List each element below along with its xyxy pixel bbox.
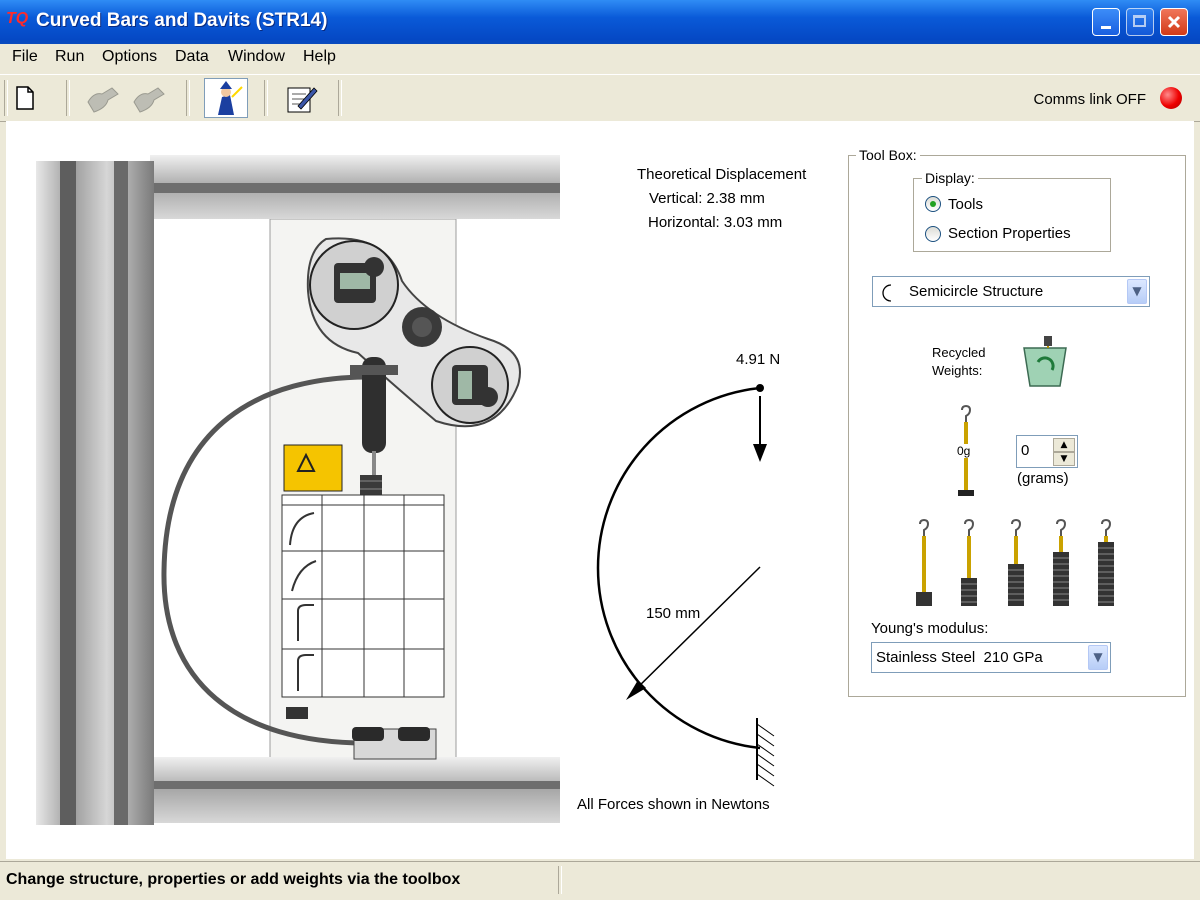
chevron-down-icon: ▼	[1132, 284, 1142, 298]
material-select-value: Stainless Steel 210 GPa	[876, 649, 1043, 666]
connect-icon[interactable]	[86, 82, 122, 114]
maximize-button[interactable]	[1126, 8, 1154, 36]
weight-stack-2-icon[interactable]	[961, 518, 977, 606]
weight-stack-3-icon[interactable]	[1008, 518, 1024, 606]
menu-bar	[0, 44, 1200, 75]
toolbar-separator	[338, 80, 342, 116]
structure-diagram	[596, 384, 775, 787]
toolbar-separator	[186, 80, 190, 116]
toolbar-separator	[66, 80, 70, 116]
menu-window[interactable]: Window	[228, 48, 285, 65]
weight-stack-1-icon[interactable]	[916, 518, 932, 606]
radius-arrow-head	[626, 680, 646, 700]
semicircle-structure-icon	[882, 284, 892, 302]
weight-stack-5-icon[interactable]	[1098, 518, 1114, 606]
radio-tools[interactable]	[925, 196, 941, 212]
close-icon	[1167, 15, 1181, 29]
title-bar[interactable]	[0, 0, 1200, 44]
spin-up-button[interactable]: ▲	[1053, 438, 1075, 452]
support-hatching	[756, 723, 775, 787]
radio-section-properties-label[interactable]: Section Properties	[948, 225, 1071, 242]
recycle-bin-icon[interactable]	[1018, 330, 1072, 388]
radio-section-properties[interactable]	[925, 226, 941, 242]
chevron-down-icon: ▼	[1060, 454, 1068, 464]
apparatus-illustration	[36, 155, 560, 825]
radio-tools-label[interactable]: Tools	[948, 196, 984, 213]
material-select[interactable]: Stainless Steel 210 GPa ▼	[871, 642, 1111, 673]
disconnect-icon[interactable]	[132, 82, 168, 114]
toolbox-panel	[848, 155, 1186, 697]
maximize-icon	[1133, 15, 1146, 27]
recycled-label-2: Weights:	[932, 363, 983, 378]
toolbar	[0, 75, 1200, 122]
workspace	[6, 121, 1194, 859]
toolbar-separator	[264, 80, 268, 116]
display-group	[913, 178, 1111, 252]
menu-file[interactable]: File	[12, 48, 38, 65]
status-bar	[0, 861, 1200, 900]
close-button[interactable]	[1160, 8, 1188, 36]
status-separator	[558, 866, 562, 894]
radio-selected-dot	[930, 201, 936, 207]
vertical-displacement: Vertical: 2.38 mm	[649, 190, 765, 207]
hanger-weight-label: 0g	[957, 444, 971, 458]
spin-down-button[interactable]: ▼	[1053, 452, 1075, 466]
weight-stack-4-icon[interactable]	[1053, 518, 1069, 606]
toolbox-legend: Tool Box:	[856, 147, 920, 163]
youngs-modulus-label: Young's modulus:	[871, 620, 989, 637]
weight-unit-label: (grams)	[1017, 470, 1069, 487]
minimize-icon	[1101, 26, 1111, 29]
force-label: 4.91 N	[736, 351, 781, 368]
recycled-label-1: Recycled	[932, 345, 986, 360]
notes-icon[interactable]	[286, 84, 318, 114]
menu-help[interactable]: Help	[303, 48, 336, 65]
chevron-down-icon: ▼	[1093, 650, 1103, 664]
load-point	[756, 384, 764, 392]
horizontal-displacement: Horizontal: 3.03 mm	[648, 214, 783, 231]
wizard-button[interactable]	[204, 78, 248, 118]
forces-caption: All Forces shown in Newtons	[577, 796, 770, 813]
display-legend: Display:	[922, 170, 978, 186]
menu-data[interactable]: Data	[175, 48, 209, 65]
force-arrow-head	[753, 444, 767, 462]
semicircle-bar	[596, 386, 761, 750]
structure-dropdown-button[interactable]: ▼	[1127, 279, 1147, 304]
menu-options[interactable]: Options	[102, 48, 158, 65]
structure-select[interactable]: Semicircle Structure ▼	[872, 276, 1150, 307]
minimize-button[interactable]	[1092, 8, 1120, 36]
toolbar-grip	[4, 80, 8, 116]
status-text: Change structure, properties or add weig…	[6, 871, 461, 888]
menu-run[interactable]: Run	[55, 48, 85, 65]
displacement-heading: Theoretical Displacement	[637, 166, 807, 183]
radius-label: 150 mm	[646, 605, 701, 622]
weight-spinner-value: 0	[1021, 442, 1030, 459]
app-logo-icon: TQ	[6, 10, 29, 27]
new-file-icon[interactable]	[14, 86, 36, 110]
weight-spinner[interactable]: 0 ▲ ▼	[1016, 435, 1078, 468]
wizard-icon	[218, 81, 243, 115]
comms-status-led-icon	[1160, 87, 1182, 109]
window-title: Curved Bars and Davits (STR14)	[36, 10, 328, 31]
radius-line	[631, 566, 761, 694]
weight-stacks	[916, 518, 1114, 606]
structure-select-value: Semicircle Structure	[909, 283, 1044, 300]
material-dropdown-button[interactable]: ▼	[1088, 645, 1108, 670]
comms-status-label: Comms link OFF	[1033, 91, 1147, 108]
chevron-up-icon: ▲	[1060, 440, 1068, 450]
